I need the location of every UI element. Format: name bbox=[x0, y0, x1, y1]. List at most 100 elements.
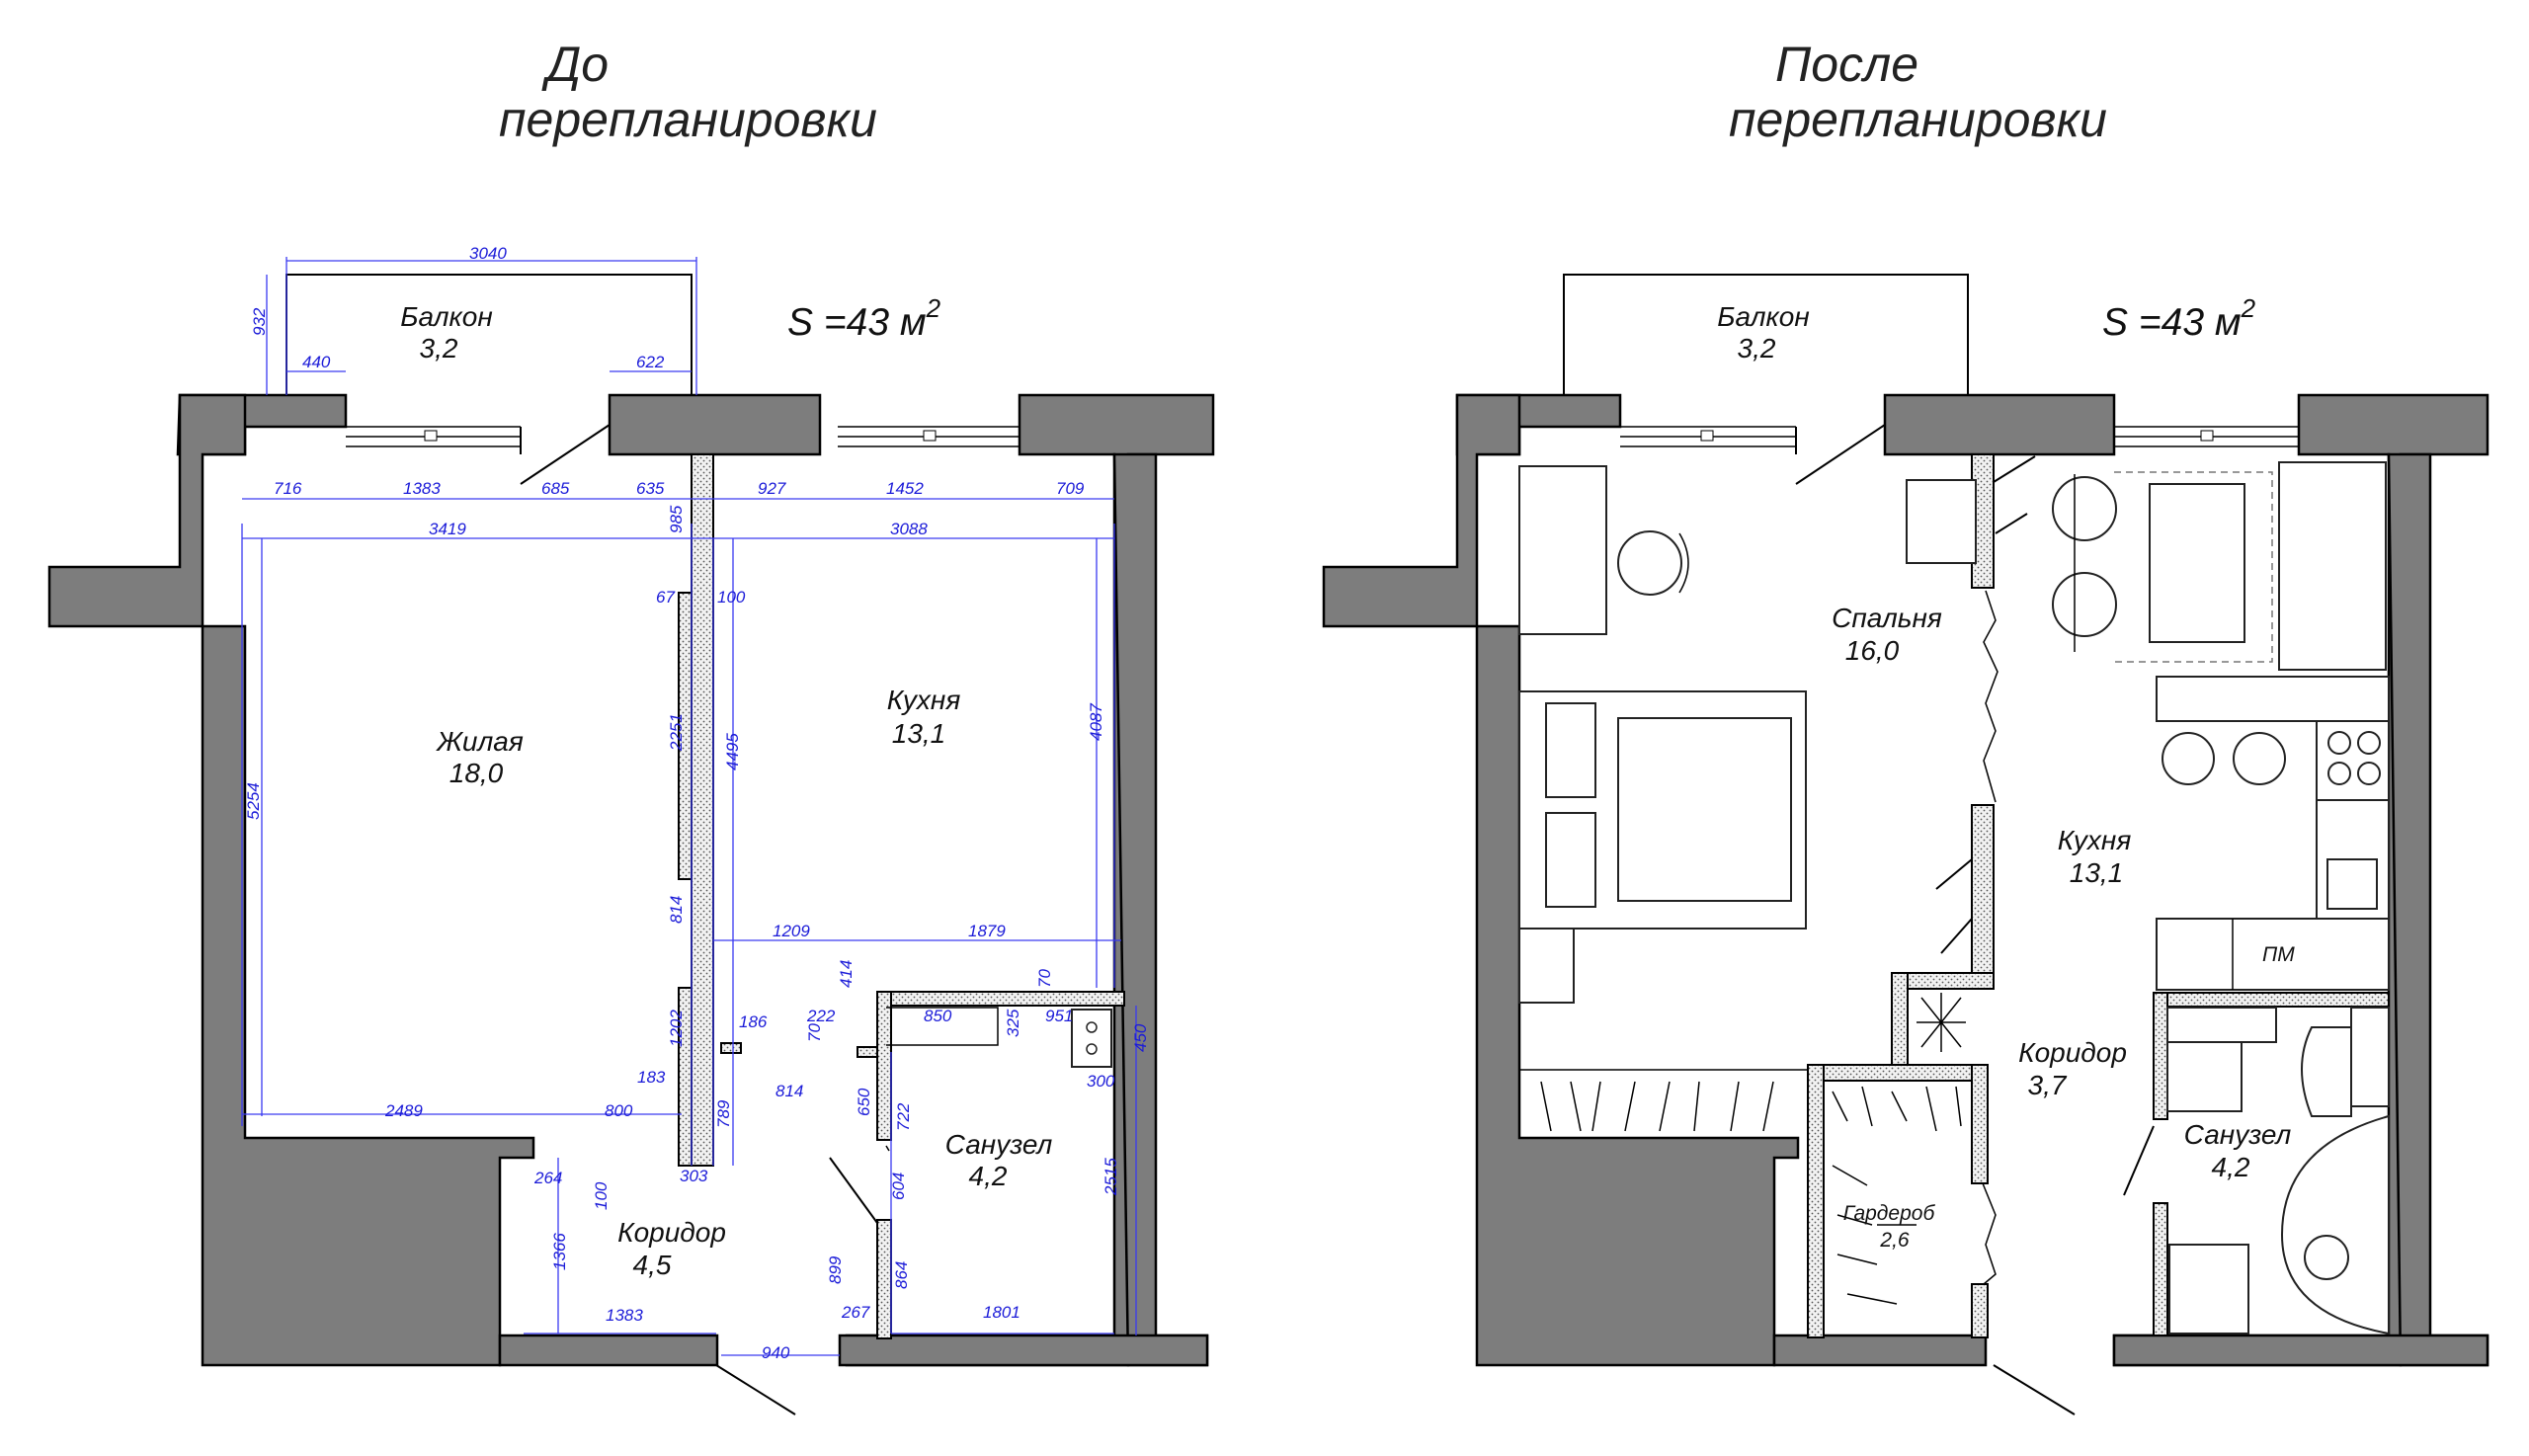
room-name-bathroom: Санузел bbox=[945, 1129, 1053, 1160]
room-name-wardrobe: Гардероб bbox=[1843, 1202, 1936, 1225]
dim-label: 951 bbox=[1045, 1007, 1073, 1025]
dim-label: 1383 bbox=[403, 479, 441, 498]
dim-label: 650 bbox=[855, 1088, 873, 1116]
dim-label: 5254 bbox=[244, 782, 263, 820]
dim-label: 709 bbox=[1056, 479, 1085, 498]
dim-label: 1202 bbox=[667, 1010, 686, 1047]
balcony-before bbox=[286, 274, 693, 395]
room-area-corridor-after: 3,7 bbox=[2028, 1070, 2068, 1100]
room-area-wardrobe: 2,6 bbox=[1879, 1229, 1910, 1252]
room-name-living: Жилая bbox=[435, 726, 524, 757]
dim-label: 622 bbox=[636, 353, 665, 371]
title-after-line2: перепланировки bbox=[1729, 92, 2107, 147]
room-name-kitchen: Кухня bbox=[887, 685, 961, 715]
dim-label: 2515 bbox=[1101, 1158, 1120, 1196]
dim-label: 450 bbox=[1131, 1023, 1150, 1052]
room-labels-after: Балкон 3,2 Спальня 16,0 Кухня 13,1 Корид… bbox=[1717, 301, 2291, 1252]
dim-label: 303 bbox=[680, 1167, 708, 1185]
dim-label: 1209 bbox=[773, 922, 810, 940]
dim-label: 3040 bbox=[469, 244, 507, 263]
dim-label: 222 bbox=[806, 1007, 836, 1025]
dim-label: 722 bbox=[894, 1102, 913, 1131]
room-labels-before: Балкон 3,2 Жилая 18,0 Кухня 13,1 Санузел… bbox=[400, 301, 1052, 1280]
room-name-bathroom-after: Санузел bbox=[2184, 1119, 2292, 1150]
dim-label: 932 bbox=[250, 307, 269, 336]
corridor-lamp bbox=[1917, 993, 1966, 1052]
dim-label: 899 bbox=[826, 1255, 845, 1284]
dim-label: 685 bbox=[541, 479, 570, 498]
plan-after: После перепланировки S =43 м2 bbox=[1322, 37, 2489, 1416]
balcony-after bbox=[1563, 274, 1969, 395]
dim-label: 800 bbox=[605, 1101, 633, 1120]
windows-before bbox=[346, 426, 1020, 447]
room-area-balcony: 3,2 bbox=[420, 333, 458, 364]
room-name-bedroom: Спальня bbox=[1832, 603, 1942, 633]
dimension-lines-before bbox=[241, 257, 1137, 1356]
bedroom-furniture bbox=[1518, 465, 1977, 1132]
dishwasher-label: ПМ bbox=[2262, 943, 2295, 966]
dim-label: 267 bbox=[841, 1303, 870, 1322]
room-area-corridor: 4,5 bbox=[633, 1250, 672, 1280]
title-before-line1: До bbox=[541, 37, 609, 92]
balcony-door-before bbox=[520, 424, 611, 485]
dim-label: 789 bbox=[714, 1099, 733, 1128]
dim-label: 325 bbox=[1004, 1009, 1022, 1037]
balcony-door-after bbox=[1795, 424, 1886, 485]
entrance-door-before bbox=[715, 1364, 796, 1416]
dim-label: 864 bbox=[892, 1261, 911, 1289]
dim-label: 1452 bbox=[886, 479, 924, 498]
dim-label: 1383 bbox=[606, 1306, 643, 1325]
partitions-before bbox=[678, 453, 1125, 1339]
dim-label: 3088 bbox=[890, 520, 928, 538]
dim-label: 440 bbox=[302, 353, 331, 371]
title-before-line2: перепланировки bbox=[499, 92, 877, 147]
dim-label: 100 bbox=[717, 588, 746, 607]
dim-label: 186 bbox=[739, 1012, 768, 1031]
dim-label: 1366 bbox=[550, 1233, 569, 1270]
room-name-corridor: Коридор bbox=[617, 1217, 726, 1248]
dim-label: 264 bbox=[533, 1169, 562, 1187]
dim-label: 604 bbox=[889, 1173, 908, 1200]
room-name-corridor-after: Коридор bbox=[2018, 1037, 2127, 1068]
dim-label: 70 bbox=[805, 1023, 824, 1042]
exterior-walls-after bbox=[1322, 393, 2489, 1367]
dim-label: 70 bbox=[1035, 969, 1054, 988]
dim-label: 300 bbox=[1087, 1072, 1115, 1091]
kitchen-furniture: ПМ bbox=[2052, 461, 2390, 991]
room-name-balcony: Балкон bbox=[400, 301, 492, 332]
room-area-bedroom: 16,0 bbox=[1845, 635, 1900, 666]
dim-label: 2489 bbox=[384, 1101, 423, 1120]
room-name-balcony-after: Балкон bbox=[1717, 301, 1809, 332]
dim-label: 414 bbox=[837, 960, 856, 988]
dim-label: 67 bbox=[656, 588, 675, 607]
dim-label: 4087 bbox=[1087, 703, 1105, 741]
windows-after bbox=[1620, 426, 2299, 447]
room-area-bathroom-after: 4,2 bbox=[2212, 1152, 2250, 1182]
dimension-labels-before: 3040 932 440 622 716 1383 685 635 927 14… bbox=[244, 244, 1150, 1362]
dim-label: 3419 bbox=[429, 520, 466, 538]
partitions-after bbox=[1807, 453, 2390, 1338]
room-area-living: 18,0 bbox=[449, 758, 504, 788]
dim-label: 716 bbox=[274, 479, 302, 498]
dim-label: 814 bbox=[775, 1082, 803, 1100]
bathroom-furniture bbox=[2166, 1007, 2390, 1335]
exterior-walls-before bbox=[47, 393, 1215, 1367]
dim-label: 183 bbox=[637, 1068, 666, 1087]
dim-label: 850 bbox=[924, 1007, 952, 1025]
plan-before: До перепланировки S =43 м2 bbox=[47, 37, 1215, 1416]
room-area-balcony-after: 3,2 bbox=[1738, 333, 1776, 364]
dim-label: 635 bbox=[636, 479, 665, 498]
dim-label: 927 bbox=[758, 479, 786, 498]
room-area-bathroom: 4,2 bbox=[969, 1161, 1008, 1191]
dim-label: 100 bbox=[592, 1181, 611, 1210]
dim-label: 814 bbox=[667, 896, 686, 924]
dim-label: 985 bbox=[667, 505, 686, 533]
dim-label: 940 bbox=[762, 1343, 790, 1362]
room-name-kitchen-after: Кухня bbox=[2058, 825, 2132, 855]
wardrobe-furniture bbox=[1832, 1086, 2076, 1416]
dim-label: 2251 bbox=[667, 713, 686, 752]
room-area-kitchen-after: 13,1 bbox=[2070, 857, 2124, 888]
dim-label: 1879 bbox=[968, 922, 1006, 940]
total-area-before: S =43 м2 bbox=[787, 293, 941, 344]
